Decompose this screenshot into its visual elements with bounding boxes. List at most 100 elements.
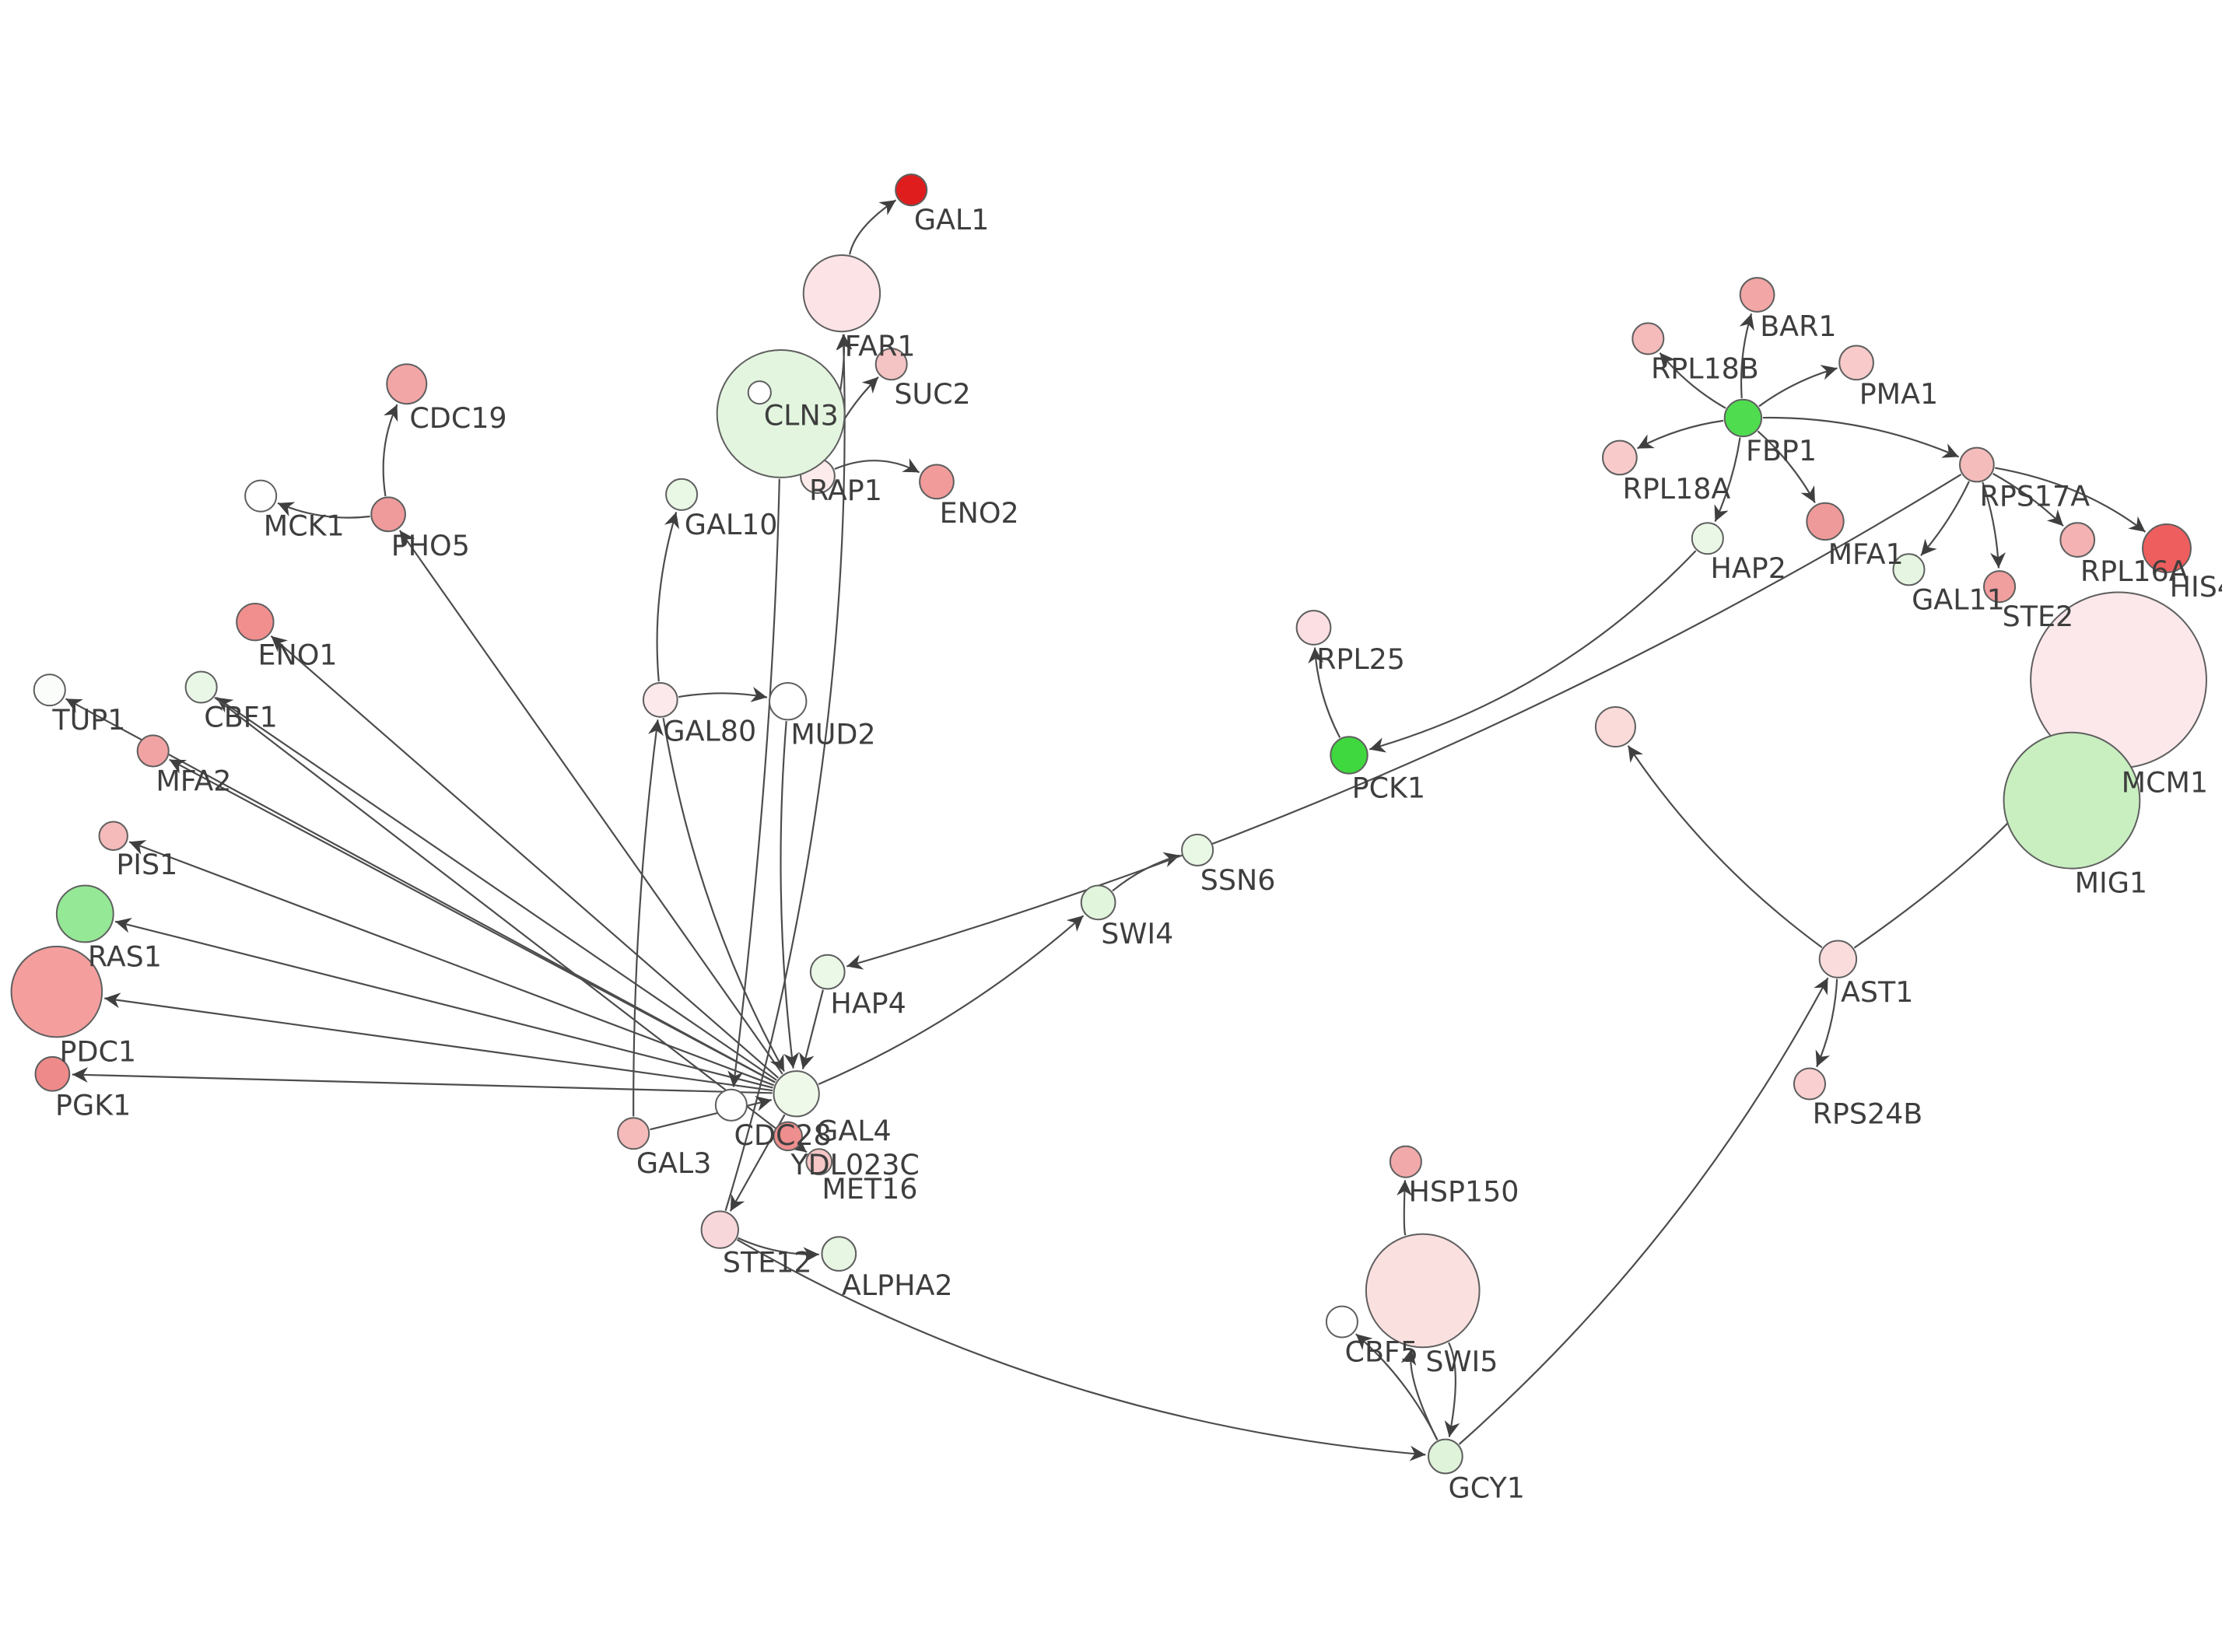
edge-AST1-RPS24B[interactable] (1815, 978, 1838, 1068)
edge-FBP1-BAR1[interactable] (1739, 313, 1754, 399)
node-PIS1[interactable] (98, 821, 128, 851)
edge-GAL4-RAS1[interactable] (114, 917, 773, 1089)
node-YDL023C[interactable] (773, 1121, 803, 1152)
node-MFA2[interactable] (136, 734, 170, 768)
edge-PHO5-CDC19[interactable] (382, 404, 398, 497)
edge-RPS17A-HIS4[interactable] (1995, 467, 2147, 533)
node-n_white_1[interactable] (747, 380, 772, 405)
edge-GAL4-PIS1[interactable] (128, 840, 775, 1087)
node-PGK1[interactable] (34, 1055, 71, 1092)
node-CDC19[interactable] (386, 363, 428, 405)
node-BAR1[interactable] (1739, 277, 1775, 313)
edge-PCK1-RPL25[interactable] (1308, 647, 1341, 738)
edge-SWI5-GCY1[interactable] (1444, 1342, 1460, 1437)
edge-GAL80-GAL4[interactable] (662, 718, 785, 1072)
node-STE2[interactable] (1982, 570, 2017, 604)
node-SSN6[interactable] (1181, 833, 1214, 867)
node-ALPHA2[interactable] (821, 1236, 857, 1272)
node-HAP2[interactable] (1691, 522, 1724, 555)
edge-GAL4-SWI4[interactable] (818, 915, 1085, 1086)
node-SUC2[interactable] (874, 348, 908, 381)
edge-FBP1-PMA1[interactable] (1758, 365, 1838, 408)
node-HSP150[interactable] (1389, 1145, 1422, 1178)
node-ENO1[interactable] (236, 603, 275, 642)
node-RPL18A[interactable] (1602, 439, 1638, 476)
edge-FBP1-RPS17A[interactable] (1762, 416, 1960, 458)
node-RPS24B[interactable] (1793, 1067, 1827, 1101)
node-CBF5[interactable] (1325, 1305, 1358, 1339)
node-PMA1[interactable] (1838, 345, 1874, 381)
edge-GAL3-GAL4[interactable] (650, 1096, 773, 1131)
edge-FBP1-HAP2[interactable] (1714, 437, 1741, 523)
node-RAS1[interactable] (55, 884, 114, 943)
edge-MUD2-GAL4[interactable] (780, 721, 800, 1069)
edge-GAL80-GAL10[interactable] (656, 512, 680, 682)
edge-GAL4-PGK1[interactable] (72, 1066, 773, 1094)
node-RPL16A[interactable] (2059, 522, 2096, 558)
edge-CBF1-MET16[interactable] (214, 696, 808, 1153)
edge-GCY1-AST1[interactable] (1458, 977, 1829, 1445)
node-FAR1[interactable] (802, 254, 881, 333)
node-PDC1[interactable] (10, 945, 103, 1038)
node-MCK1[interactable] (244, 479, 278, 513)
edge-STE12-GCY1[interactable] (736, 1238, 1426, 1461)
edge-RPS17A-HAP4[interactable] (846, 473, 1962, 970)
node-FBP1[interactable] (1723, 398, 1763, 438)
edge-GAL4-PHO5[interactable] (398, 530, 783, 1075)
edge-FAR1-GAL1[interactable] (849, 199, 897, 255)
node-GAL4[interactable] (773, 1070, 820, 1118)
edge-FBP1-MFA1[interactable] (1757, 430, 1816, 503)
edge-GAL80-MUD2[interactable] (678, 687, 768, 702)
edge-STE12-FAR1[interactable] (724, 334, 852, 1212)
node-CDC28[interactable] (714, 1088, 748, 1122)
node-GAL11[interactable] (1892, 553, 1926, 586)
node-MUD2[interactable] (769, 682, 808, 721)
edge-GAL4-CBF1[interactable] (216, 696, 777, 1081)
node-label-MUD2: MUD2 (790, 717, 875, 751)
node-HAP4[interactable] (809, 954, 846, 990)
node-PHO5[interactable] (370, 496, 406, 533)
node-SWI5[interactable] (1365, 1233, 1481, 1349)
node-GAL3[interactable] (617, 1117, 650, 1150)
edge-RPS17A-STE2[interactable] (1982, 481, 2006, 569)
node-PCK1[interactable] (1330, 736, 1369, 775)
edge-SWI5-HSP150[interactable] (1397, 1180, 1413, 1236)
node-GAL1[interactable] (895, 173, 928, 207)
edge-FBP1-RPL18A[interactable] (1636, 419, 1724, 450)
edge-CLN3-CDC28[interactable] (727, 478, 780, 1087)
label-layer: GAL1FAR1SUC2RAP1CLN3ENO2GAL10CDC19MCK1PH… (51, 203, 2222, 1504)
edge-PHO5-MCK1[interactable] (277, 502, 370, 519)
edge-AST1-n_pink_1[interactable] (1627, 745, 1823, 948)
node-MIG1[interactable] (2003, 731, 2141, 870)
node-ENO2[interactable] (919, 464, 955, 500)
node-HIS4[interactable] (2141, 523, 2192, 573)
node-SWI4[interactable] (1080, 884, 1116, 921)
edge-RPS17A-RPL16A[interactable] (1992, 473, 2064, 527)
node-TUP1[interactable] (33, 674, 66, 707)
node-RPL18B[interactable] (1631, 322, 1665, 355)
edge-FBP1-RPL18B[interactable] (1659, 352, 1726, 409)
node-CBF1[interactable] (184, 670, 218, 704)
node-RPL25[interactable] (1295, 610, 1332, 646)
node-n_pink_1[interactable] (1594, 705, 1636, 748)
edge-GAL4-PDC1[interactable] (104, 992, 773, 1092)
edge-GAL4-ENO1[interactable] (270, 635, 780, 1079)
node-AST1[interactable] (1818, 940, 1858, 978)
node-STE12[interactable] (700, 1210, 739, 1249)
node-CLN3[interactable] (716, 348, 846, 478)
edge-GAL4-MFA2[interactable] (169, 758, 776, 1083)
edge-RAP1-ENO2[interactable] (834, 458, 920, 474)
node-GCY1[interactable] (1427, 1438, 1463, 1475)
node-RPS17A[interactable] (1959, 446, 1995, 483)
node-MET16[interactable] (805, 1148, 833, 1176)
node-MFA1[interactable] (1806, 502, 1845, 541)
edge-GCY1-CBF5[interactable] (1355, 1333, 1439, 1440)
edge-HAP2-PCK1[interactable] (1369, 550, 1697, 753)
edge-HAP4-GAL4[interactable] (799, 989, 824, 1069)
edge-RPS17A-GAL11[interactable] (1920, 481, 1970, 557)
node-GAL10[interactable] (665, 478, 699, 511)
edge-STE12-ALPHA2[interactable] (737, 1237, 819, 1263)
edge-GAL3-GAL80[interactable] (633, 719, 664, 1117)
node-GAL80[interactable] (642, 682, 678, 718)
